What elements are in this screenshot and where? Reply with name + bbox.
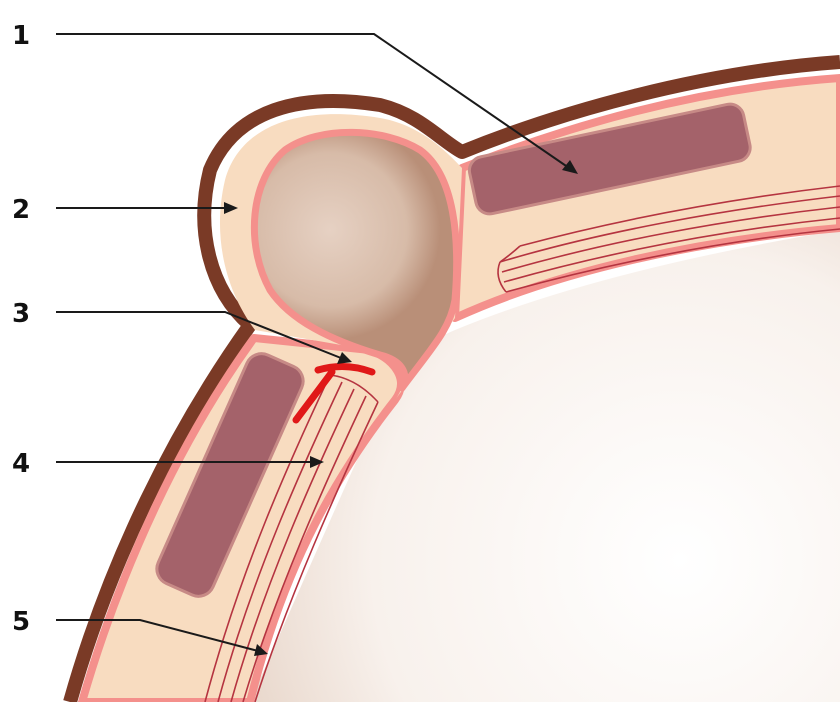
callout-label-1: 1 (12, 21, 30, 51)
callout-label-3: 3 (12, 299, 30, 329)
callout-label-5: 5 (12, 607, 30, 637)
callout-label-2: 2 (12, 195, 30, 225)
callout-label-4: 4 (12, 449, 30, 479)
